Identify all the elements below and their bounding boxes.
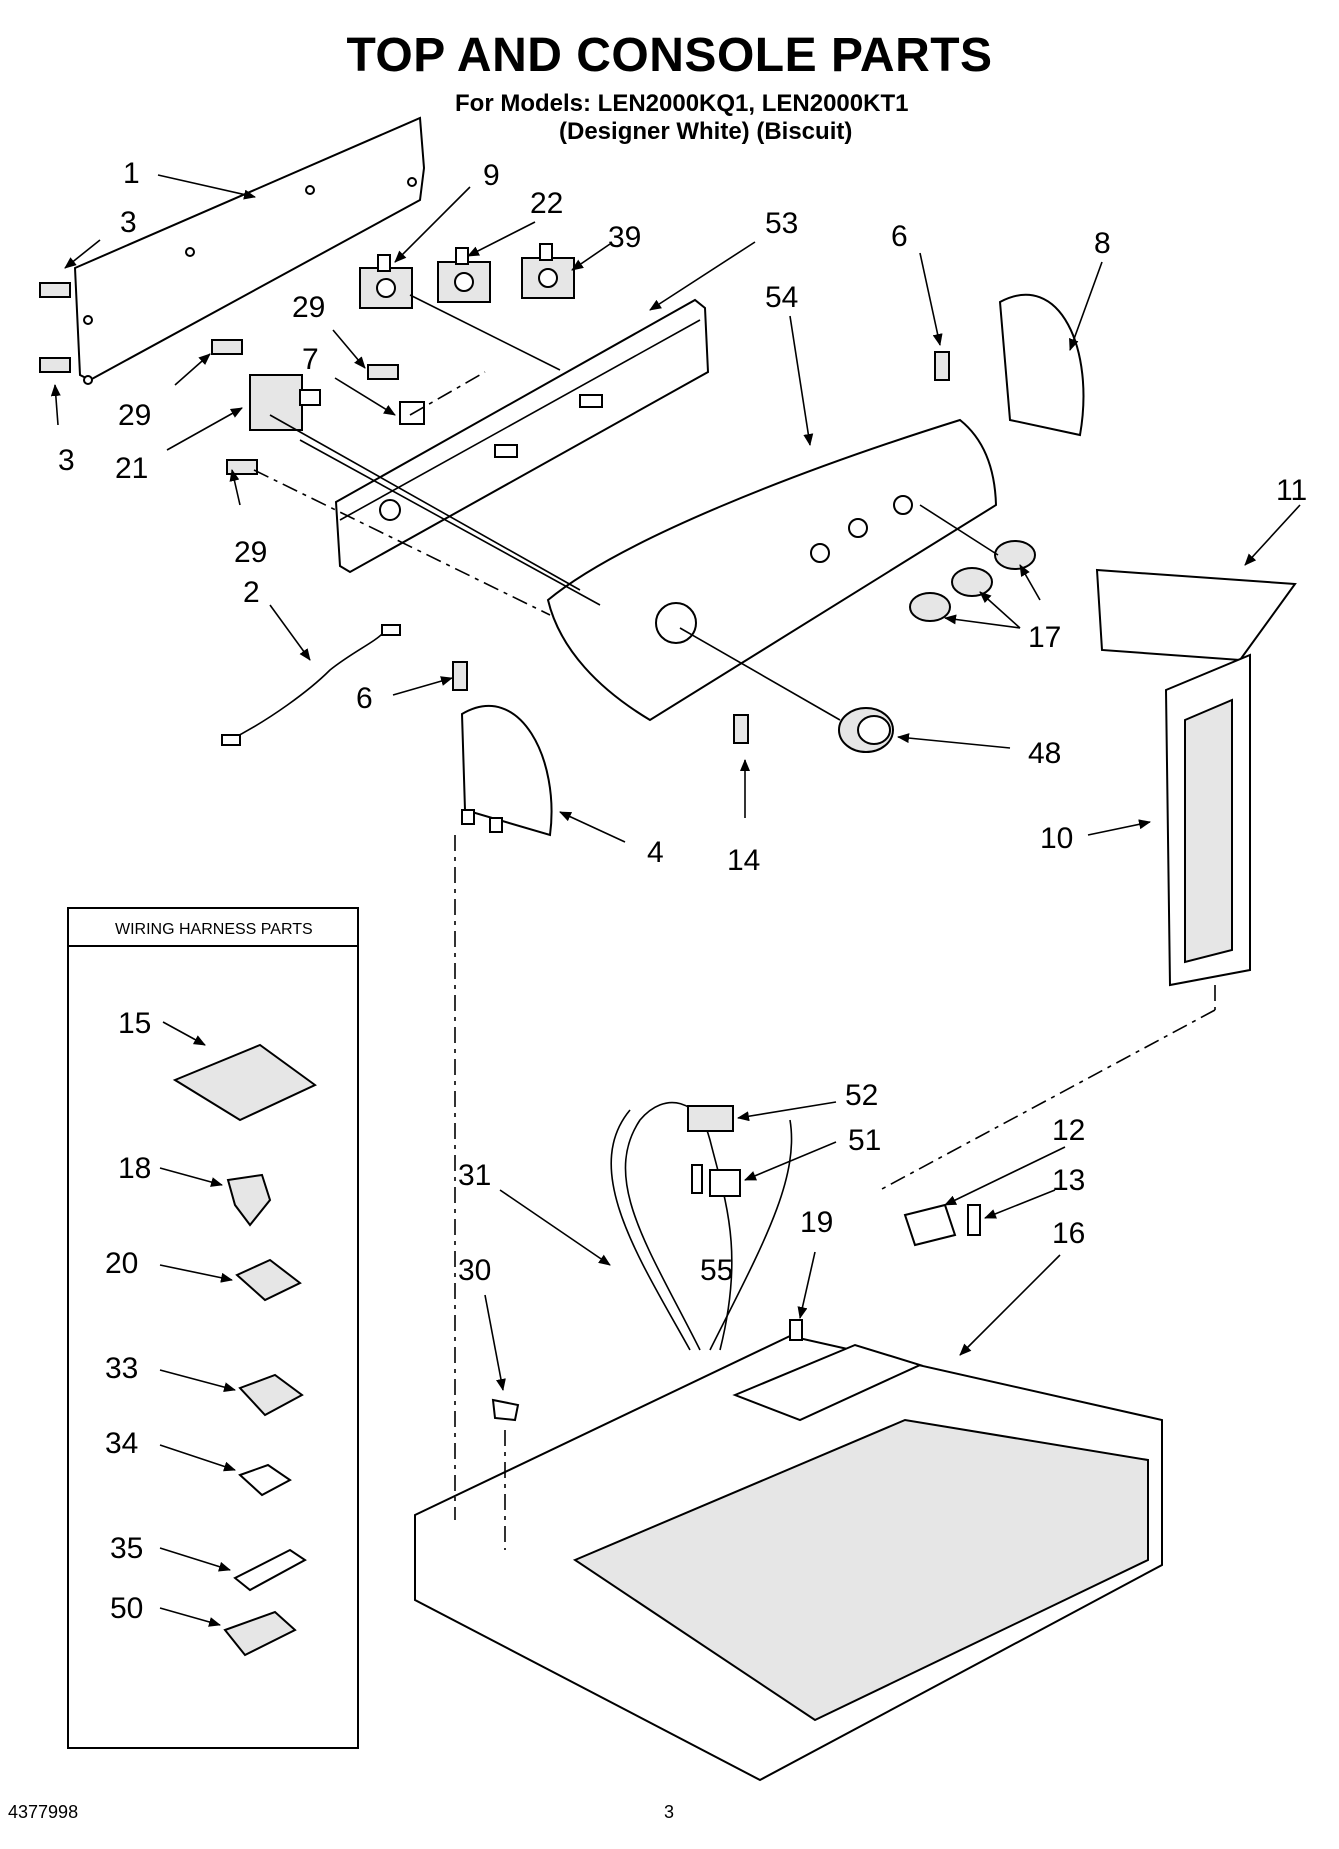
svg-text:18: 18 (118, 1152, 151, 1185)
svg-text:15: 15 (118, 1007, 151, 1040)
end-cap-left-part (460, 705, 553, 837)
callout-21: 21 (115, 452, 148, 485)
callout-22: 22 (530, 187, 563, 220)
callout-29-top: 29 (292, 291, 325, 324)
callout-17: 17 (1028, 621, 1061, 654)
models-subtitle: For Models: LEN2000KQ1, LEN2000KT1 (455, 90, 909, 117)
callout-6-bottom: 6 (356, 682, 373, 715)
callout-14: 14 (727, 844, 760, 877)
top-panel-part (414, 1334, 1163, 1782)
wire-harness-2-part (221, 624, 401, 746)
end-cap-right-part (998, 294, 1085, 437)
switch-9-part (359, 254, 413, 309)
lint-housing-part (1164, 653, 1251, 987)
harness-part-20: 20 (105, 1247, 302, 1302)
callout-3-top: 3 (120, 206, 137, 239)
callout-39: 39 (608, 221, 641, 254)
callout-53: 53 (765, 207, 798, 240)
callout-4: 4 (647, 836, 664, 869)
harness-part-18: 18 (118, 1152, 272, 1227)
bracket-12-part (903, 1203, 957, 1247)
page-title: TOP AND CONSOLE PARTS (346, 29, 993, 82)
callout-labels: 1 3 3 9 22 39 53 6 8 29 29 29 7 21 54 11… (58, 157, 1307, 1287)
callout-9: 9 (483, 159, 500, 192)
callout-48: 48 (1028, 737, 1061, 770)
screw-55-part (691, 1164, 703, 1194)
page-number: 3 (664, 1802, 675, 1822)
timer-part (249, 374, 321, 431)
callout-54: 54 (765, 281, 798, 314)
callout-11: 11 (1276, 474, 1307, 507)
callout-30: 30 (458, 1254, 491, 1287)
switch-39-part (521, 243, 575, 299)
callout-16: 16 (1052, 1217, 1085, 1250)
callout-1: 1 (123, 157, 140, 190)
callout-51: 51 (848, 1124, 881, 1157)
svg-text:20: 20 (105, 1247, 138, 1280)
clip-30-part (491, 1398, 520, 1422)
svg-text:34: 34 (105, 1427, 138, 1460)
svg-text:35: 35 (110, 1532, 143, 1565)
callout-8: 8 (1094, 227, 1111, 260)
wiring-box-title: WIRING HARNESS PARTS (115, 921, 313, 938)
harness-part-35: 35 (110, 1532, 307, 1592)
callout-12: 12 (1052, 1114, 1085, 1147)
harness-part-33: 33 (105, 1352, 304, 1417)
callout-52: 52 (845, 1079, 878, 1112)
callout-7: 7 (302, 343, 319, 376)
callout-29-left: 29 (118, 399, 151, 432)
harness-part-34: 34 (105, 1427, 292, 1497)
svg-text:33: 33 (105, 1352, 138, 1385)
callout-10: 10 (1040, 822, 1073, 855)
callout-19: 19 (800, 1206, 833, 1239)
callout-6-top: 6 (891, 220, 908, 253)
screw-13-part (967, 1204, 981, 1236)
assembly-lines (253, 294, 1216, 1550)
callout-13: 13 (1052, 1164, 1085, 1197)
callout-55: 55 (700, 1254, 733, 1287)
callout-2: 2 (243, 576, 260, 609)
knob-48-part (838, 707, 894, 753)
callout-29-bottom: 29 (234, 536, 267, 569)
rear-panel-part (73, 116, 426, 385)
clip-51-part (709, 1169, 741, 1197)
callout-3-bottom: 3 (58, 444, 75, 477)
harness-part-50: 50 (110, 1592, 297, 1657)
harness-part-15: 15 (118, 1007, 317, 1122)
wire-harness-31-part (610, 1101, 793, 1351)
connector-52-part (687, 1105, 734, 1132)
control-bracket-part (334, 298, 710, 574)
wiring-harness-box: WIRING HARNESS PARTS 15 18 20 33 34 (67, 907, 359, 1749)
callout-arrows (50, 174, 1301, 1391)
svg-text:50: 50 (110, 1592, 143, 1625)
screw-19-part (789, 1319, 803, 1341)
document-number: 4377998 (8, 1802, 79, 1822)
callout-31: 31 (458, 1159, 491, 1192)
console-part (546, 418, 998, 722)
lint-cover-part (1095, 568, 1297, 662)
switch-22-part (437, 247, 491, 303)
colors-subtitle: (Designer White) (Biscuit) (559, 118, 853, 145)
knobs-17-part (909, 540, 1036, 622)
screws-misc-part (39, 282, 950, 744)
